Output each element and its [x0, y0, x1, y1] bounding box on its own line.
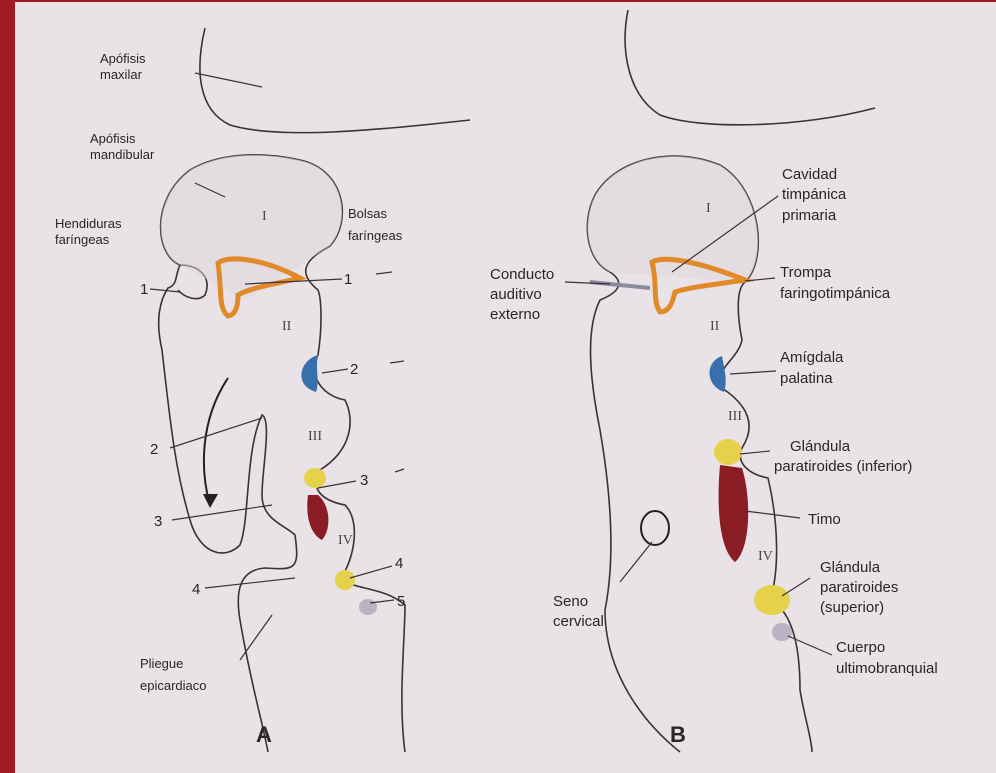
b-tonsil-blue — [709, 356, 725, 392]
b-leader-paratiroides-sup — [782, 578, 810, 596]
pouch-num-4: 4 — [395, 555, 403, 572]
dash-1 — [376, 272, 392, 274]
cleft-num-3: 3 — [154, 513, 162, 530]
label-pliegue-2: epicardiaco — [140, 678, 207, 693]
label-conducto-2: auditivo — [490, 286, 542, 303]
b-leader-timo — [745, 511, 800, 518]
label-cuerpo-2: ultimobranquial — [836, 660, 938, 677]
b-thymus — [719, 465, 749, 562]
label-cavidad-2: timpánica — [782, 186, 847, 203]
label-timo: Timo — [808, 511, 841, 528]
leader-pouch-2 — [322, 369, 348, 373]
pouch-num-5: 5 — [397, 593, 405, 610]
leader-cleft-4 — [205, 578, 295, 588]
b-ultimobranchial — [772, 623, 792, 641]
maxillary-process-outline — [200, 28, 470, 133]
arch-b-4: IV — [758, 549, 773, 564]
panel-a: Apófisis maxilar Apófisis mandibular Hen… — [55, 28, 470, 752]
b-meatus — [590, 282, 650, 288]
leader-pouch-4 — [350, 566, 392, 578]
pouch-num-3: 3 — [360, 472, 368, 489]
label-paratiroides-sup-3: (superior) — [820, 599, 884, 616]
arch-1-fill — [161, 155, 343, 300]
b-arch-1-fill — [587, 156, 758, 282]
b-parathyroid-sup — [754, 585, 790, 615]
leader-pliegue — [240, 615, 272, 660]
label-apofisis-mandibular-1: Apófisis — [90, 131, 136, 146]
label-cavidad-3: primaria — [782, 207, 837, 224]
label-paratiroides-inf-1: Glándula — [790, 438, 851, 455]
pouch-3-yellow — [304, 468, 326, 488]
label-bolsas-1: Bolsas — [348, 206, 388, 221]
arch-a-2: II — [282, 319, 292, 334]
label-pliegue-1: Pliegue — [140, 656, 183, 671]
label-amigdala-2: palatina — [780, 370, 833, 387]
label-cuerpo-1: Cuerpo — [836, 639, 885, 656]
arrow-head — [203, 494, 218, 508]
label-hendiduras-2: faríngeas — [55, 232, 110, 247]
leader-maxilar — [195, 73, 262, 87]
label-hendiduras-1: Hendiduras — [55, 216, 122, 231]
label-conducto-1: Conducto — [490, 266, 554, 283]
pouch-4-yellow — [335, 570, 355, 590]
panel-b: I II III IV Cavidad timpánica primaria C… — [490, 10, 938, 752]
pouch-5-gray — [359, 599, 377, 615]
arch-a-3: III — [308, 429, 322, 444]
cleft-num-2: 2 — [150, 441, 158, 458]
pouch-3-maroon — [307, 495, 328, 540]
label-conducto-3: externo — [490, 306, 540, 323]
arch-b-2: II — [710, 319, 720, 334]
label-apofisis-maxilar-2: maxilar — [100, 67, 143, 82]
arch-b-1: I — [706, 201, 711, 216]
arch-b-3: III — [728, 409, 742, 424]
label-amigdala-1: Amígdala — [780, 349, 844, 366]
label-seno-2: cervical — [553, 613, 604, 630]
b-leader-cuerpo — [788, 636, 832, 655]
pouch-num-1: 1 — [344, 271, 352, 288]
label-paratiroides-sup-1: Glándula — [820, 559, 881, 576]
label-trompa-2: faringotimpánica — [780, 285, 891, 302]
label-bolsas-2: faríngeas — [348, 228, 403, 243]
b-parathyroid-inf — [714, 439, 742, 465]
b-cervical-sinus — [641, 511, 669, 545]
cleft-num-4: 4 — [192, 581, 200, 598]
label-trompa-1: Trompa — [780, 264, 832, 281]
label-paratiroides-inf-2: paratiroides (inferior) — [774, 458, 912, 475]
b-leader-seno — [620, 542, 652, 582]
label-paratiroides-sup-2: paratiroides — [820, 579, 898, 596]
arrow-cervical — [204, 378, 228, 505]
b-leader-amigdala — [730, 371, 776, 374]
dash-3 — [395, 469, 404, 472]
pouch-2-blue — [301, 355, 318, 392]
dash-2 — [390, 361, 404, 363]
arch-a-4: IV — [338, 533, 353, 548]
b-leader-paratiroides-inf — [740, 451, 770, 454]
label-apofisis-maxilar-1: Apófisis — [100, 51, 146, 66]
arch-a-1: I — [262, 209, 267, 224]
cleft-num-1: 1 — [140, 281, 148, 298]
pouch-num-2: 2 — [350, 361, 358, 378]
leader-cleft-2 — [170, 418, 262, 448]
label-apofisis-mandibular-2: mandibular — [90, 147, 155, 162]
b-top-outline — [625, 10, 875, 125]
label-seno-1: Seno — [553, 593, 588, 610]
label-cavidad-1: Cavidad — [782, 166, 837, 183]
panel-a-letter: A — [256, 722, 272, 747]
panel-b-letter: B — [670, 722, 686, 747]
